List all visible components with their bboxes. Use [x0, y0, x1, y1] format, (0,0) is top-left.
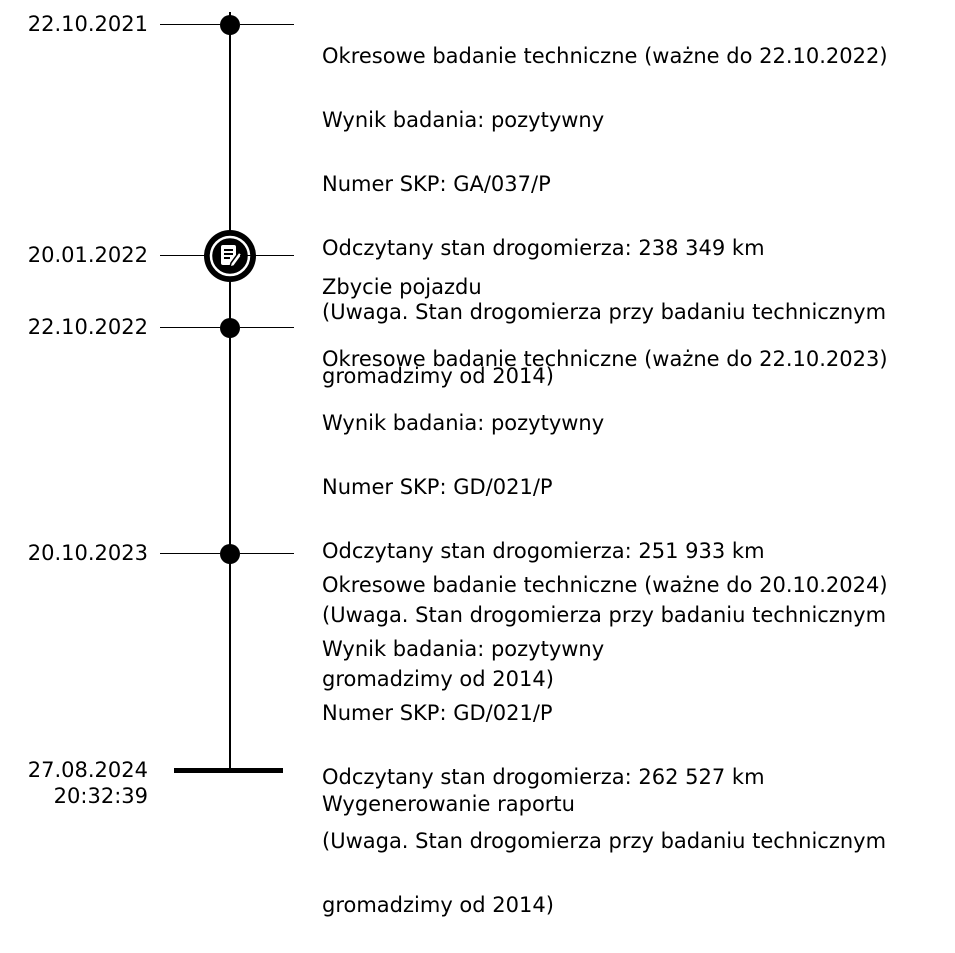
event-description: Zbycie pojazdu — [322, 239, 952, 335]
connector-line — [160, 24, 220, 25]
event-date: 20.01.2022 — [27, 243, 148, 267]
event-dot — [220, 318, 240, 338]
event-date: 20.10.2023 — [27, 541, 148, 565]
event-odometer: Odczytany stan drogomierza: 251 933 km — [322, 539, 765, 563]
connector-line — [240, 553, 294, 554]
event-result: Wynik badania: pozytywny — [322, 108, 605, 132]
event-note: gromadzimy od 2014) — [322, 364, 554, 388]
event-title: Okresowe badanie techniczne (ważne do 20… — [322, 573, 888, 597]
event-description: Wygenerowanie raportu — [322, 756, 952, 852]
connector-line — [160, 255, 220, 256]
connector-line — [160, 327, 220, 328]
report-date: 27.08.2024 — [27, 758, 148, 782]
event-result: Wynik badania: pozytywny — [322, 637, 605, 661]
connector-line — [240, 327, 294, 328]
report-label: Wygenerowanie raportu — [322, 792, 575, 816]
event-skp-number: Numer SKP: GD/021/P — [322, 475, 553, 499]
event-odometer: Odczytany stan drogomierza: 238 349 km — [322, 236, 765, 260]
event-note: gromadzimy od 2014) — [322, 667, 554, 691]
event-date: 22.10.2022 — [27, 315, 148, 339]
timeline-end-bar — [174, 768, 283, 773]
event-result: Wynik badania: pozytywny — [322, 411, 605, 435]
event-description: Okresowe badanie techniczne (ważne do 20… — [322, 537, 952, 953]
event-date: 22.10.2021 — [27, 12, 148, 36]
event-note: (Uwaga. Stan drogomierza przy badaniu te… — [322, 300, 887, 324]
event-description: Okresowe badanie techniczne (ważne do 22… — [322, 8, 952, 424]
event-skp-number: Numer SKP: GD/021/P — [322, 701, 553, 725]
connector-line — [240, 24, 294, 25]
event-skp-number: Numer SKP: GA/037/P — [322, 172, 551, 196]
event-title: Okresowe badanie techniczne (ważne do 22… — [322, 347, 888, 371]
event-dot — [220, 544, 240, 564]
event-title: Okresowe badanie techniczne (ważne do 22… — [322, 44, 888, 68]
event-note: gromadzimy od 2014) — [322, 893, 554, 917]
event-note: (Uwaga. Stan drogomierza przy badaniu te… — [322, 603, 887, 627]
connector-line — [240, 255, 294, 256]
report-time: 20:32:39 — [53, 784, 148, 808]
event-description: Okresowe badanie techniczne (ważne do 22… — [322, 311, 952, 727]
edit-document-icon — [204, 230, 256, 282]
event-dot — [220, 15, 240, 35]
timeline-spine — [229, 12, 231, 772]
event-odometer: Odczytany stan drogomierza: 262 527 km — [322, 765, 765, 789]
event-title: Zbycie pojazdu — [322, 275, 482, 299]
connector-line — [160, 553, 220, 554]
